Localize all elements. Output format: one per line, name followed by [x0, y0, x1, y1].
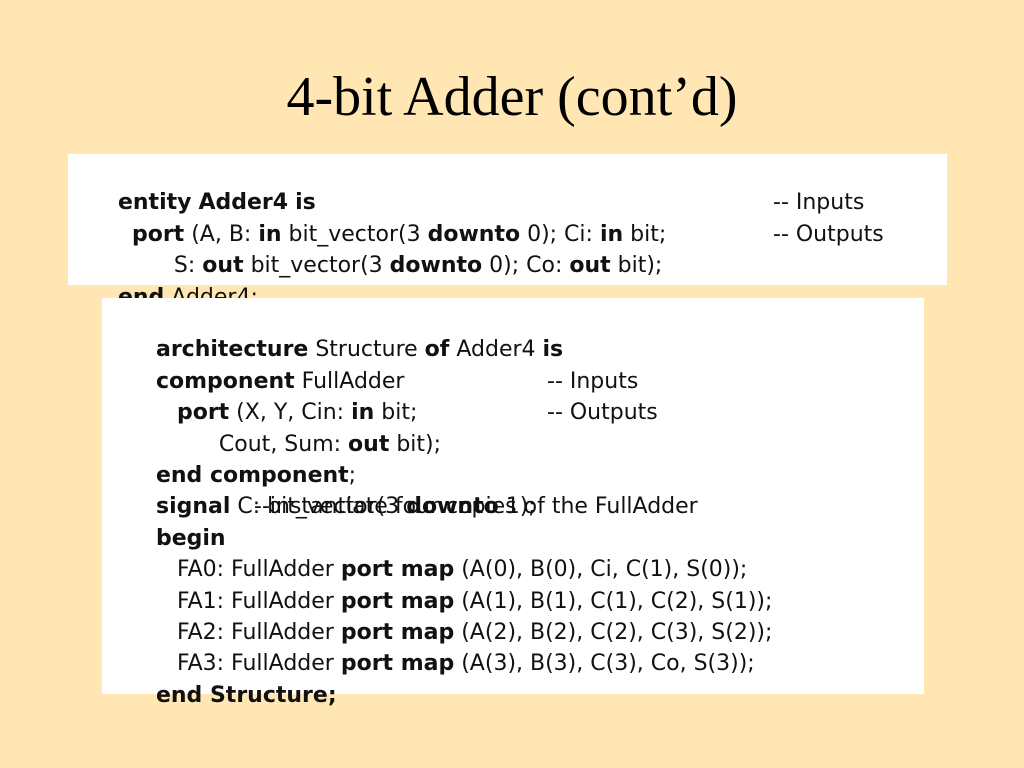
code-text: (A(2), B(2), C(2), C(3), S(2)); [454, 619, 773, 645]
code-comment: -- Inputs [547, 368, 639, 394]
keyword: end Structure; [155, 682, 337, 708]
code-text: bit; [374, 400, 418, 426]
code-text: bit; [623, 221, 667, 247]
code-text: 0); Ci: [520, 221, 600, 247]
architecture-code-line: port (X, Y, Cin: in bit; -- Inputs [114, 366, 924, 425]
keyword: in [258, 221, 282, 247]
keyword: architecture [155, 337, 309, 363]
code-text: bit); [610, 253, 663, 279]
keyword: signal [155, 494, 231, 520]
keyword: out [202, 253, 244, 279]
code-text: 1); [498, 494, 536, 520]
keyword: port [176, 400, 230, 426]
keyword: entity [117, 190, 192, 216]
code-text: (A(1), B(1), C(1), C(2), S(1)); [454, 588, 773, 614]
keyword: Adder4 [198, 190, 289, 216]
code-text: (A(0), B(0), Ci, C(1), S(0)); [454, 557, 748, 583]
keyword: port [131, 221, 185, 247]
keyword: port map [340, 651, 455, 677]
architecture-code-box: architecture Structure of Adder4 is comp… [102, 298, 924, 708]
code-text: C: bit_vector(3 [230, 494, 407, 520]
entity-code-line: end Adder4; [76, 250, 947, 310]
code-text: bit); [389, 431, 442, 457]
architecture-code-line: Cout, Sum: out bit); -- Outputs [114, 397, 924, 456]
keyword: component [155, 368, 295, 394]
architecture-code-line: FA2: FullAdder port map (A(2), B(2), C(2… [114, 586, 924, 645]
code-comment: --instantiate four copies of the FullAdd… [254, 494, 698, 520]
architecture-code-line: end component; [114, 429, 924, 488]
code-text: FullAdder [294, 368, 405, 394]
entity-code-line: entity Adder4 is [76, 156, 947, 215]
code-comment: -- Outputs [547, 400, 658, 426]
code-text: Structure [308, 337, 425, 363]
architecture-code-line: component FullAdder [114, 334, 924, 394]
code-text: S: [173, 253, 203, 279]
code-text: bit_vector(3 [281, 221, 428, 247]
code-text: (A(3), B(3), C(3), Co, S(3)); [454, 651, 755, 677]
keyword: out [569, 253, 611, 279]
code-text: ; [348, 462, 357, 488]
keyword: port map [340, 619, 455, 645]
architecture-code-line: begin --instantiate four copies of the F… [114, 491, 924, 550]
slide-title: 4-bit Adder (cont’d) [286, 66, 738, 128]
keyword: port map [340, 557, 455, 583]
keyword: downto [389, 253, 483, 279]
code-text: FA2: FullAdder [176, 619, 341, 645]
entity-code-box: entity Adder4 is port (A, B: in bit_vect… [68, 154, 947, 310]
architecture-code-line: end Structure; [114, 648, 924, 708]
keyword: port map [340, 588, 455, 614]
architecture-code-line: signal C: bit_vector(3 downto 1); [114, 460, 924, 519]
code-text: FA1: FullAdder [176, 588, 341, 614]
architecture-code-line: FA0: FullAdder port map (A(0), B(0), Ci,… [114, 523, 924, 582]
architecture-code-line: architecture Structure of Adder4 is [114, 303, 924, 362]
architecture-code-line: FA3: FullAdder port map (A(3), B(3), C(3… [114, 617, 924, 676]
architecture-code-line: FA1: FullAdder port map (A(1), B(1), C(1… [114, 554, 924, 614]
code-text: (A, B: [184, 221, 259, 247]
keyword: is [542, 337, 564, 363]
code-comment: -- Outputs [773, 221, 884, 247]
entity-code-line: port (A, B: in bit_vector(3 downto 0); C… [76, 187, 947, 246]
keyword: of [424, 337, 450, 363]
code-text: FA0: FullAdder [176, 557, 341, 583]
keyword: end component [155, 462, 349, 488]
keyword: downto [406, 494, 499, 520]
keyword: begin [155, 525, 226, 551]
code-text: 0); Co: [482, 253, 570, 279]
code-text: Cout, Sum: [218, 431, 349, 457]
keyword: in [599, 221, 624, 247]
keyword: in [351, 400, 375, 426]
code-text: (X, Y, Cin: [229, 400, 352, 426]
code-text: Adder4 [449, 337, 543, 363]
code-comment: -- Inputs [773, 190, 865, 216]
entity-code-line: S: out bit_vector(3 downto 0); Co: out b… [76, 219, 947, 278]
code-text: bit_vector(3 [243, 253, 390, 279]
keyword: out [348, 431, 390, 457]
keyword: downto [427, 221, 521, 247]
keyword: is [295, 190, 316, 216]
code-text: FA3: FullAdder [176, 651, 341, 677]
